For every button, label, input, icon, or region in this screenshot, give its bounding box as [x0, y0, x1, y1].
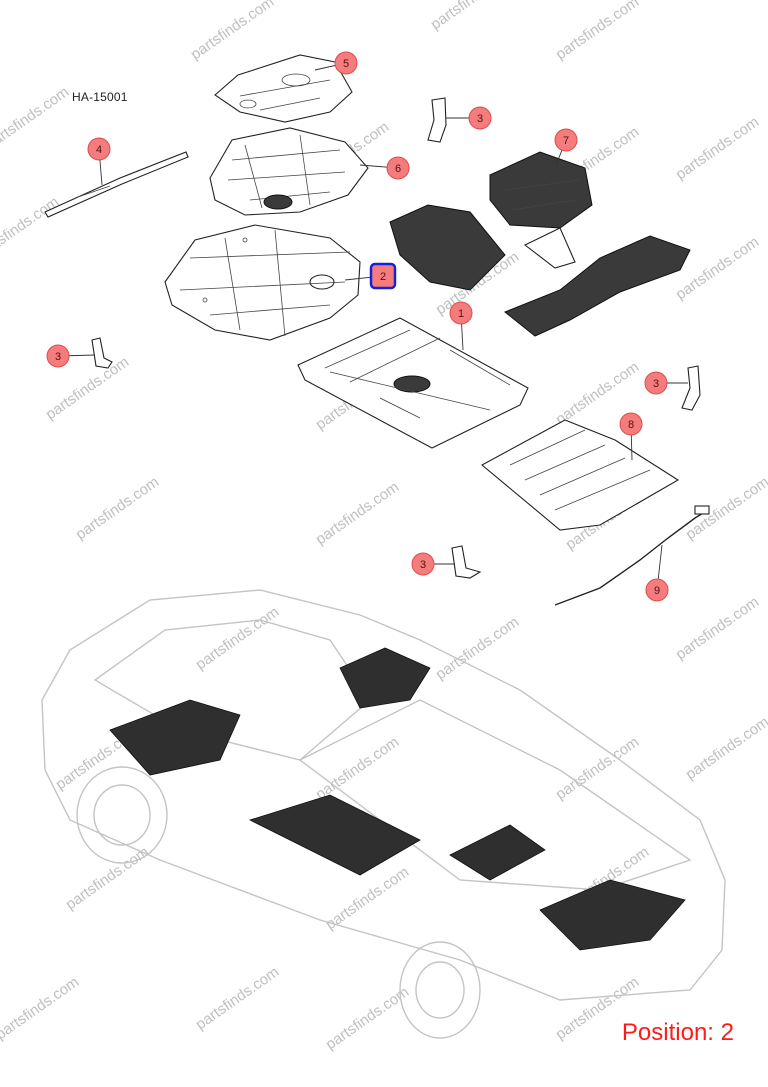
watermark-text: partsfinds.com [0, 193, 62, 263]
callout-marker [644, 371, 668, 395]
callout-7[interactable]: 7 [554, 128, 578, 166]
callout-number: 8 [628, 419, 634, 431]
callout-number: 3 [653, 378, 659, 390]
watermark-text: partsfinds.com [63, 843, 153, 913]
callout-3[interactable]: 3 [446, 106, 492, 130]
part-1-floor-panel[interactable] [297, 317, 529, 449]
callout-marker [411, 552, 435, 576]
callout-3[interactable]: 3 [411, 552, 455, 576]
watermark-text: partsfinds.com [193, 963, 283, 1033]
callout-number: 2 [380, 271, 386, 283]
watermark-text: partsfinds.com [188, 0, 278, 63]
watermark-text: partsfinds.com [433, 613, 523, 683]
watermark-text: partsfinds.com [193, 603, 283, 673]
callout-marker [46, 344, 70, 368]
callout-1[interactable]: 1 [449, 301, 473, 351]
callout-9[interactable]: 9 [645, 544, 669, 602]
part-3-bracket-left[interactable] [91, 337, 113, 369]
front-floor-trim[interactable] [389, 204, 576, 291]
part-7-seat-trim[interactable] [489, 151, 593, 229]
watermark-text: partsfinds.com [323, 983, 413, 1053]
part-5-engine-cover[interactable] [214, 54, 353, 123]
part-3-bracket-bottom[interactable] [451, 545, 482, 579]
part-3-bracket-top[interactable] [427, 97, 447, 143]
callout-marker [619, 412, 643, 436]
part-9-wire-harness[interactable] [554, 505, 710, 606]
watermark-text: partsfinds.com [313, 733, 403, 803]
callout-number: 4 [96, 144, 102, 156]
watermark-text: partsfinds.com [673, 233, 763, 303]
callout-number: 3 [55, 351, 61, 363]
part-2-front-undershield[interactable] [164, 224, 361, 341]
part-4-strip[interactable] [44, 151, 189, 218]
watermark-text: partsfinds.com [553, 0, 643, 63]
part-3-bracket-right[interactable] [681, 365, 701, 411]
watermark-text: partsfinds.com [73, 473, 163, 543]
callout-3[interactable]: 3 [46, 344, 96, 368]
watermark-text: partsfinds.com [683, 713, 768, 783]
position-label: Position: 2 [621, 1019, 734, 1046]
watermark-text: partsfinds.com [0, 973, 82, 1043]
callout-marker [554, 128, 578, 152]
vehicle-outline [41, 589, 726, 1039]
callout-number: 7 [563, 135, 569, 147]
diagram-code: HA-15001 [72, 90, 128, 104]
callout-4[interactable]: 4 [87, 137, 111, 186]
callout-marker [87, 137, 111, 161]
callout-3[interactable]: 3 [644, 371, 688, 395]
callout-6[interactable]: 6 [359, 156, 410, 180]
callout-marker [449, 301, 473, 325]
part-8-rear-panel[interactable] [481, 419, 680, 531]
callout-marker [468, 106, 492, 130]
watermark-text: partsfinds.com [673, 113, 763, 183]
callout-layer: 5 3 4 6 7 2 1 3 3 8 3 9 [46, 51, 688, 602]
callout-8[interactable]: 8 [619, 412, 643, 461]
rear-floor-trim[interactable] [504, 235, 691, 337]
callout-selected-marker [369, 262, 397, 290]
callout-number: 6 [395, 163, 401, 175]
callout-marker [386, 156, 410, 180]
callout-number: 3 [420, 559, 426, 571]
callout-number: 9 [654, 585, 660, 597]
callout-number: 1 [458, 308, 464, 320]
callout-5[interactable]: 5 [314, 51, 358, 75]
callout-number: 5 [343, 58, 349, 70]
callout-2-selected[interactable]: 2 [344, 262, 397, 290]
watermark-text: partsfinds.com [323, 863, 413, 933]
watermark-text: partsfinds.com [428, 0, 518, 33]
watermark-text: partsfinds.com [673, 593, 763, 663]
callout-number: 3 [477, 113, 483, 125]
callout-marker [645, 578, 669, 602]
watermark-text: partsfinds.com [0, 83, 72, 153]
callout-marker [334, 51, 358, 75]
watermark-text: partsfinds.com [313, 478, 403, 548]
part-6-engine-shield[interactable] [209, 127, 369, 216]
